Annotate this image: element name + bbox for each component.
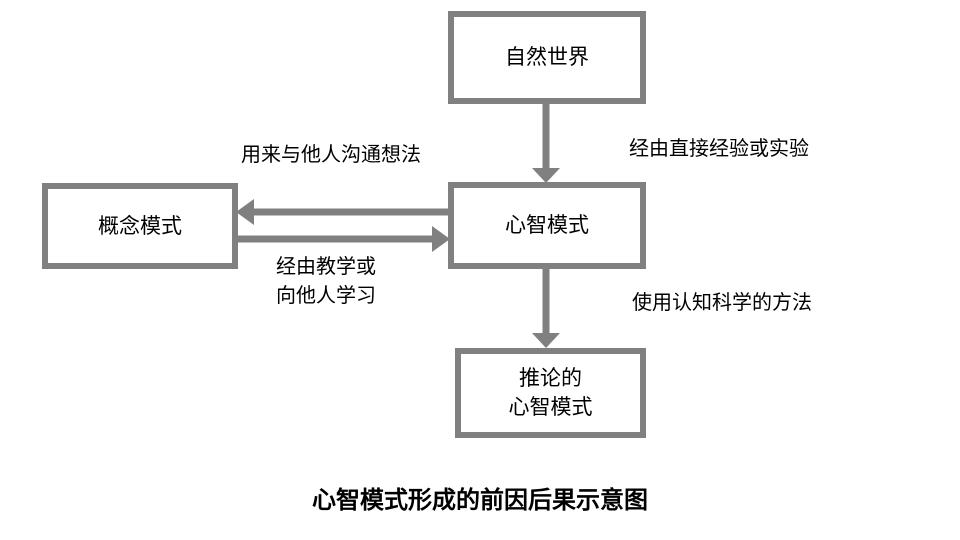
- edge-conceptual-model-to-mental-model: [238, 226, 450, 252]
- edge-label-cognitive-science-methods: 使用认知科学的方法: [632, 290, 812, 314]
- node-natural-world[interactable]: 自然世界: [448, 11, 646, 104]
- node-conceptual-model[interactable]: 概念模式: [42, 183, 238, 269]
- diagram-caption: 心智模式形成的前因后果示意图: [312, 486, 648, 514]
- node-inferred-mental-model[interactable]: 推论的 心智模式: [455, 348, 646, 438]
- node-mental-model[interactable]: 心智模式: [448, 182, 646, 269]
- edge-mental-model-to-conceptual-model: [236, 199, 448, 225]
- edge-natural-world-to-mental-model: [532, 103, 560, 183]
- edge-label-teaching-or-learning: 经由教学或 向他人学习: [276, 254, 376, 307]
- edge-label-direct-experience: 经由直接经验或实验: [629, 136, 809, 160]
- edge-label-communicate-ideas: 用来与他人沟通想法: [241, 142, 421, 166]
- edge-mental-model-to-inferred: [532, 269, 560, 348]
